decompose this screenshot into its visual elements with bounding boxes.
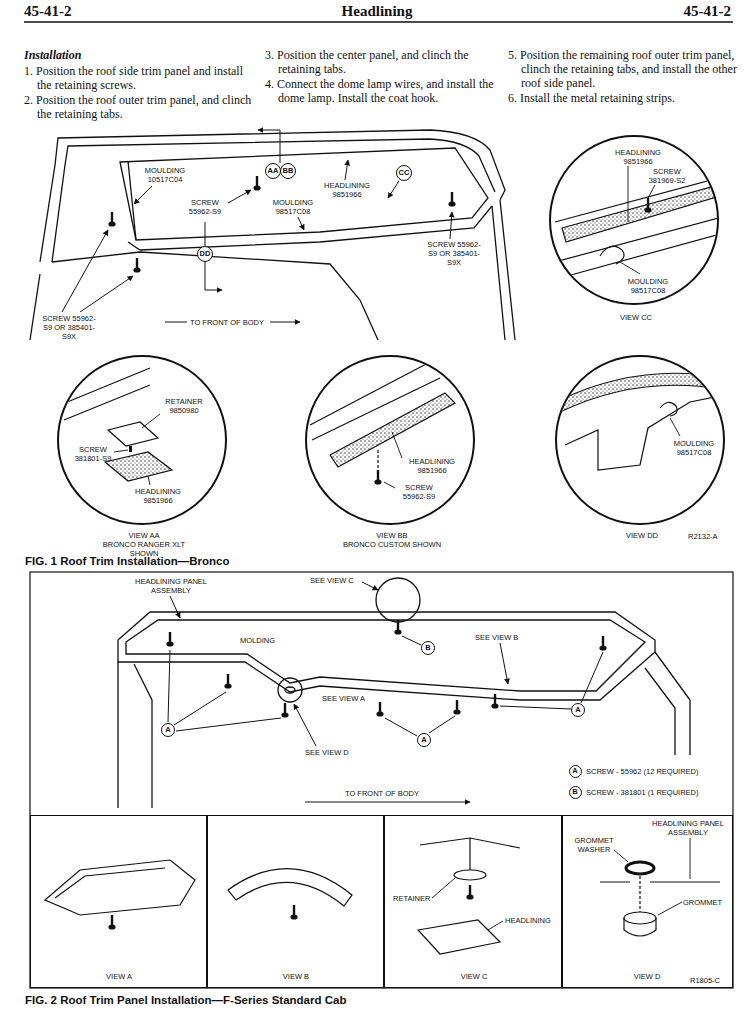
page-number: 45-41-2	[24, 3, 72, 20]
part-label: GROMMET	[683, 898, 729, 907]
callout-circle: A	[161, 723, 175, 737]
callout-letter: BB	[283, 167, 294, 175]
callout-circle: AA	[265, 163, 281, 179]
callout-letter: B	[425, 644, 430, 652]
part-label: HEADLINING 9851966	[609, 148, 667, 166]
figure-caption: FIG. 2 Roof Trim Panel Installation—F-Se…	[25, 994, 346, 1006]
direction-note: TO FRONT OF BODY	[190, 318, 264, 327]
figure-caption: FIG. 1 Roof Trim Installation—Bronco	[25, 555, 229, 567]
callout-letter: DD	[200, 250, 211, 258]
view-title: VIEW C	[452, 972, 496, 981]
view-title: VIEW DD	[617, 531, 667, 540]
callout-circle: BB	[280, 163, 296, 179]
view-title: VIEW AA	[119, 531, 169, 540]
callout-circle: A	[417, 733, 431, 747]
part-label: SCREW 55962-S9 OR 385401-S9X	[425, 240, 483, 267]
part-label: HEADLINING 9851966	[129, 487, 187, 505]
direction-note: TO FRONT OF BODY	[345, 789, 419, 798]
part-label: HEADLINING 9851966	[318, 181, 376, 199]
callout-letter: AA	[268, 167, 279, 175]
part-label: HEADLINING 9851966	[403, 457, 461, 475]
part-label: SCREW 55962-S9	[397, 483, 441, 501]
page-title: Headlining	[277, 3, 477, 20]
callout-circle: CC	[396, 165, 412, 181]
callout-circle: A	[569, 765, 582, 778]
part-label: BRONCO RANGER XLT SHOWN	[94, 540, 194, 558]
callout-letter: B	[572, 788, 577, 796]
callout-letter: A	[575, 706, 580, 714]
callout-circle: DD	[197, 246, 213, 262]
part-label: MOULDING 98517C08	[268, 198, 318, 216]
part-label: BRONCO CUSTOM SHOWN	[327, 540, 457, 549]
instruction-step: 2. Position the roof outer trim panel, a…	[24, 93, 256, 121]
callout-letter: A	[572, 767, 577, 775]
part-label: MOULDING 98517C08	[623, 277, 673, 295]
detail-view-circle: HEADLINING 9851966SCREW 381969-S2MOULDIN…	[549, 135, 719, 305]
part-label: RETAINER 9850980	[159, 397, 209, 415]
part-label: SCREW 55962-S9 OR 385401-S9X	[40, 314, 98, 341]
part-label: GROMMET WASHER	[571, 836, 617, 854]
legend-text: SCREW - 55962 (12 REQUIRED)	[586, 767, 699, 776]
instruction-step: 4. Connect the dome lamp wires, and inst…	[265, 77, 495, 105]
view-reference: SEE VIEW A	[322, 694, 365, 703]
detail-view-circle: HEADLINING 9851966SCREW 55962-S9VIEW BBB…	[305, 355, 475, 525]
callout-letter: A	[165, 726, 170, 734]
view-reference: SEE VIEW C	[310, 576, 354, 585]
view-panel: GROMMET WASHER HEADLINING PANEL ASSEMBLY G…	[562, 815, 733, 988]
part-label: HEADLINING	[505, 916, 557, 925]
part-label: HEADLINING PANEL ASSEMBLY	[128, 577, 214, 595]
view-title: VIEW A	[97, 972, 141, 981]
part-label: HEADLINING PANEL ASSEMBLY	[647, 819, 729, 837]
view-panel: VIEW A	[30, 815, 207, 988]
callout-letter: A	[421, 736, 426, 744]
view-title: VIEW D	[625, 972, 669, 981]
view-title: VIEW B	[274, 972, 318, 981]
drawing-number: R1805-C	[690, 976, 720, 985]
view-panel: VIEW B	[207, 815, 384, 988]
instruction-step: 1. Position the roof side trim panel and…	[24, 64, 256, 92]
detail-view-circle: RETAINER 9850980SCREW 381801-S9HEADLININ…	[57, 355, 227, 525]
legend-text: SCREW - 381801 (1 REQUIRED)	[586, 788, 699, 797]
part-label: MOULDING 98517C08	[669, 439, 719, 457]
view-reference: SEE VIEW B	[475, 633, 518, 642]
view-title: VIEW CC	[611, 313, 661, 322]
callout-circle: B	[421, 641, 435, 655]
instruction-step: 3. Position the center panel, and clinch…	[265, 48, 495, 76]
view-title: VIEW BB	[367, 531, 417, 540]
part-label: MOLDING	[240, 636, 275, 645]
page-number: 45-41-2	[684, 3, 732, 20]
detail-view-circle: MOULDING 98517C08VIEW DD	[555, 355, 725, 525]
callout-circle: A	[571, 703, 585, 717]
view-reference: SEE VIEW D	[305, 748, 349, 757]
part-label: SCREW 381969-S2	[643, 167, 691, 185]
callout-circle: B	[569, 786, 582, 799]
callout-letter: CC	[399, 169, 410, 177]
part-label: RETAINER	[393, 894, 443, 903]
part-label: SCREW 55962-S9	[183, 198, 227, 216]
section-heading: Installation	[24, 48, 81, 63]
instruction-step: 5. Position the remaining roof outer tri…	[508, 48, 738, 90]
part-label: SCREW 381801-S9	[71, 445, 115, 463]
part-label: MOULDING 10517C04	[140, 166, 190, 184]
instruction-step: 6. Install the metal retaining strips.	[508, 91, 738, 105]
drawing-number: R2132-A	[688, 532, 718, 541]
view-panel: RETAINER HEADLINING VIEW C	[384, 815, 562, 988]
